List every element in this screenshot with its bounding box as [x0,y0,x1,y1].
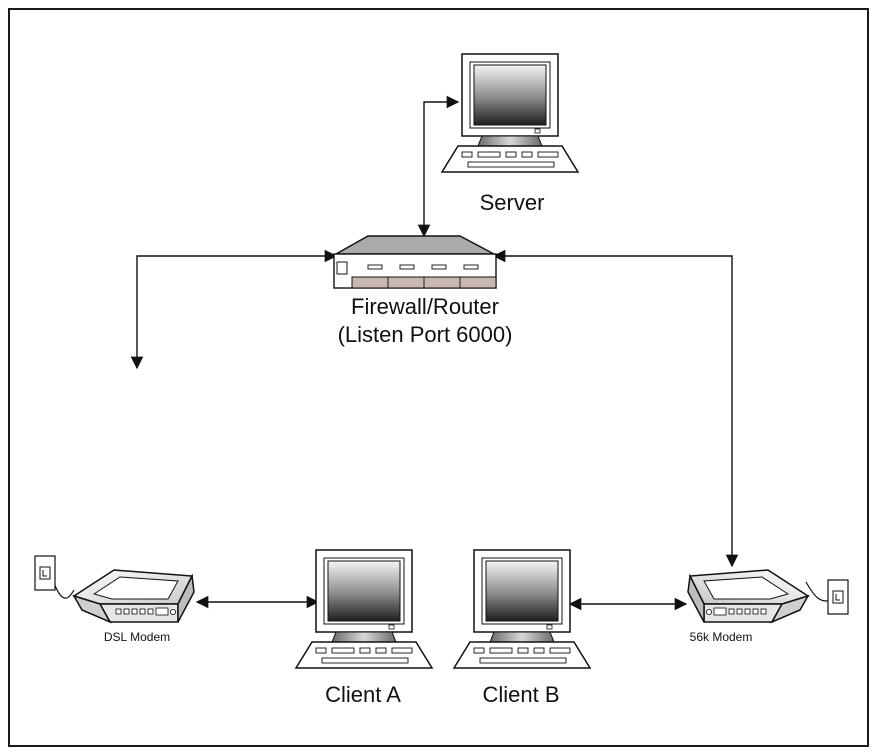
server-label: Server [480,190,545,215]
56k-modem-node: 56k Modem [687,569,849,644]
client-a-node: Client A [295,549,433,707]
dsl-modem-label: DSL Modem [104,630,170,644]
desktop-computer-icon [295,549,433,669]
firewall-label-line1: Firewall/Router [351,294,499,319]
client-b-label: Client B [482,682,559,707]
dsl-modem-node: DSL Modem [34,555,195,644]
client-a-label: Client A [325,682,401,707]
wall-jack-icon [34,555,56,591]
link-server-firewall [417,95,460,238]
firewall-router-node: Firewall/Router (Listen Port 6000) [333,235,513,347]
desktop-computer-icon [453,549,591,669]
connections [51,95,833,611]
desktop-computer-icon [441,53,579,173]
56k-modem-label: 56k Modem [690,630,753,644]
firewall-label-line2: (Listen Port 6000) [338,322,513,347]
router-icon [333,235,497,289]
link-firewall-dsl-modem [130,249,338,370]
modem-icon [687,569,809,623]
wall-jack-icon [827,579,849,615]
modem-icon [73,569,195,623]
client-b-node: Client B [453,549,591,707]
server-node: Server [441,53,579,215]
link-firewall-56k-modem [492,249,739,568]
